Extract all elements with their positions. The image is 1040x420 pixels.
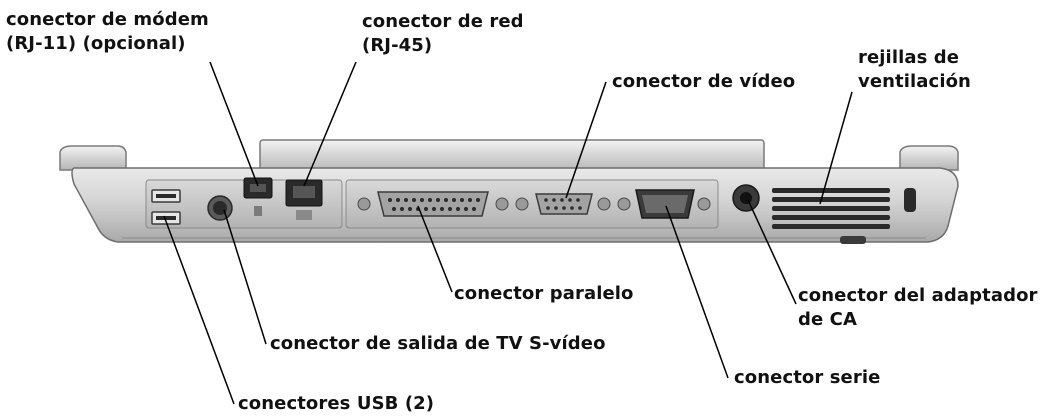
label-parallel-connector: conector paralelo xyxy=(454,282,634,306)
label-video-connector: conector de vídeo xyxy=(612,70,795,94)
label-usb-line1: conectores USB (2) xyxy=(238,393,435,414)
leader-network xyxy=(303,61,357,187)
rj45-port xyxy=(285,179,323,220)
label-video-line1: conector de vídeo xyxy=(612,71,796,92)
ac-adapter-port xyxy=(732,184,760,212)
label-ventilation-grilles: rejillas de ventilación xyxy=(858,46,971,94)
leader-tv-out xyxy=(223,209,267,345)
label-tv-out-connector: conector de salida de TV S-vídeo xyxy=(270,332,606,356)
label-vents-line2: ventilación xyxy=(858,71,971,92)
label-vents-line1: rejillas de xyxy=(858,47,960,68)
usb-ports xyxy=(151,189,181,225)
serial-port xyxy=(617,189,711,219)
label-modem-line2: (RJ-11) (opcional) xyxy=(6,33,186,54)
leader-parallel xyxy=(417,205,453,293)
security-slot xyxy=(904,188,916,212)
leader-vents xyxy=(819,91,853,205)
label-modem-line1: conector de módem xyxy=(6,9,209,30)
ventilation-grilles xyxy=(772,188,890,229)
rj11-port xyxy=(243,177,273,216)
label-ac-adapter-connector: conector del adaptador de CA xyxy=(798,284,1038,332)
s-video-port xyxy=(207,195,233,221)
parallel-port xyxy=(357,191,509,217)
video-port xyxy=(515,193,611,215)
label-tv-out-line1: conector de salida de TV S-vídeo xyxy=(270,333,606,354)
lid-hinge-bar xyxy=(259,139,765,173)
leader-serial xyxy=(665,205,729,379)
leader-ac xyxy=(747,199,797,305)
label-ac-line2: de CA xyxy=(798,309,857,330)
leader-video xyxy=(565,81,607,199)
label-parallel-line1: conector paralelo xyxy=(454,283,634,304)
label-usb-connectors: conectores USB (2) xyxy=(238,392,434,416)
leader-lines xyxy=(163,61,853,405)
leader-usb xyxy=(163,215,235,405)
leader-modem xyxy=(209,61,259,187)
label-network-line2: (RJ-45) xyxy=(362,35,433,56)
label-serial-line1: conector serie xyxy=(734,367,881,388)
hinge xyxy=(59,139,959,173)
rubber-foot xyxy=(840,236,866,244)
label-serial-connector: conector serie xyxy=(734,366,880,390)
label-modem-connector: conector de módem (RJ-11) (opcional) xyxy=(6,8,209,56)
label-network-line1: conector de red xyxy=(362,11,524,32)
label-ac-line1: conector del adaptador xyxy=(798,285,1038,306)
label-network-connector: conector de red (RJ-45) xyxy=(362,10,524,58)
